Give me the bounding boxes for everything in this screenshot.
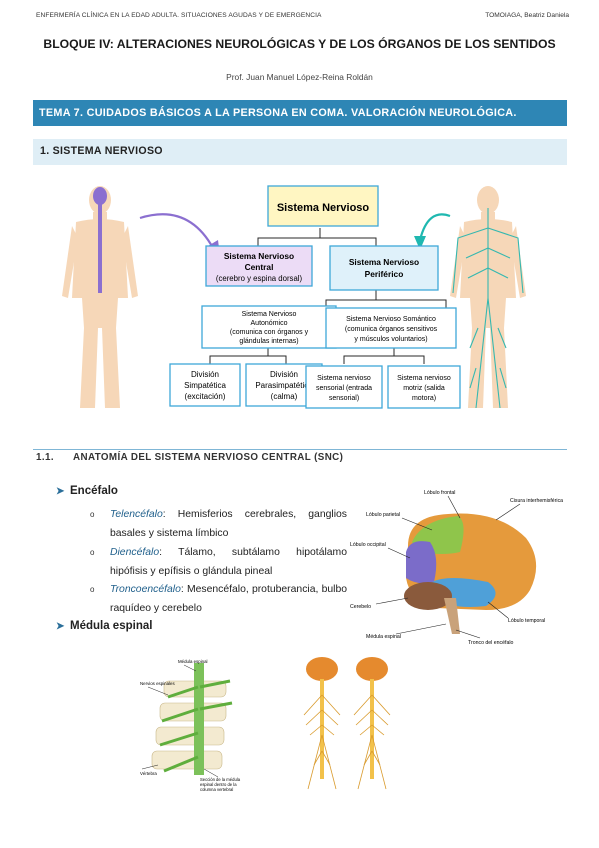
label-frontal: Lóbulo frontal: [424, 490, 455, 496]
simp-line3: (excitación): [185, 392, 226, 401]
subsection-heading: 1.1. ANATOMÍA DEL SISTEMA NERVIOSO CENTRA…: [36, 452, 343, 463]
snc-line2: Central: [245, 262, 274, 272]
box-sensorial: [305, 365, 383, 409]
circle-bullet-icon: o: [90, 510, 95, 519]
body-figure-pns: [450, 186, 526, 409]
som-line2: (comunica órganos sensitivos: [345, 326, 438, 333]
label-spine-nervios: Nervios espinales: [140, 681, 175, 686]
label-spine-vertebra: Vértebra: [140, 771, 157, 776]
encefalo-heading: ➤ Encéfalo: [56, 485, 118, 497]
para-line2: Parasimpatética: [255, 381, 313, 390]
mot-line1: Sistema nervioso: [397, 375, 451, 382]
diagram-connectors: [209, 228, 447, 364]
arrow-to-pns: [418, 213, 451, 241]
simp-line2: Simpatética: [184, 381, 226, 390]
auto-line1: Sistema Nervioso: [242, 311, 297, 318]
para-line3: (calma): [271, 392, 298, 401]
auto-line2: Autonómico: [251, 320, 288, 327]
item-term: Troncoencéfalo: [110, 584, 181, 595]
simp-line1: División: [191, 370, 219, 379]
tema-title: TEMA 7. CUIDADOS BÁSICOS A LA PERSONA EN…: [39, 107, 517, 119]
brain-illustration: Lóbulo frontal Cisura interhemisférica L…: [350, 490, 563, 646]
section-heading: 1. SISTEMA NERVIOSO: [33, 139, 567, 165]
encefalo-label: Encéfalo: [70, 485, 118, 497]
caption-line3: columna vertebral: [200, 787, 233, 792]
list-item: o Troncoencéfalo: Mesencéfalo, protuberan…: [90, 580, 347, 618]
brain-front-view: [306, 657, 338, 681]
item-term: Telencéfalo: [110, 509, 163, 520]
box-motriz: [387, 365, 461, 409]
sens-line2: sensorial (entrada: [316, 385, 372, 392]
nervous-system-diagram: Sistema Nervioso Sistema Nervioso Centra…: [62, 185, 526, 409]
label-occipital: Lóbulo occipital: [350, 542, 386, 548]
snc-line3: (cerebro y espina dorsal): [216, 274, 303, 283]
box-somatico: [325, 307, 457, 349]
som-line1: Sistema Nervioso Somántico: [346, 316, 436, 323]
body-figure-cns: [62, 186, 138, 408]
label-temporal: Lóbulo temporal: [508, 618, 545, 624]
box-snp: [329, 245, 439, 291]
label-spine-medula: Médula espinal: [178, 659, 208, 664]
spinal-cord: [194, 663, 204, 775]
caption-line1: Sección de la médula: [200, 777, 241, 782]
subsection-rule: [33, 449, 567, 450]
auto-line3: (comunica con órganos y: [230, 329, 309, 336]
medula-label: Médula espinal: [70, 620, 153, 632]
tema-title-bar: TEMA 7. CUIDADOS BÁSICOS A LA PERSONA EN…: [33, 100, 567, 126]
header-author: TOMOIAGA, Beatriz Daniela: [485, 12, 569, 19]
medula-heading: ➤ Médula espinal: [56, 620, 152, 632]
arrow-to-cns: [139, 213, 214, 249]
label-parietal: Lóbulo parietal: [366, 512, 400, 518]
snp-line1: Sistema Nervioso: [349, 257, 419, 267]
spinal-cord-illustration: Médula espinal Nervios espinales Vértebr…: [140, 659, 241, 792]
sens-line1: Sistema nervioso: [317, 375, 371, 382]
list-item: o Diencéfalo: Tálamo, subtálamo hipotálam…: [90, 543, 347, 581]
item-text: : Mesencéfalo, protuberancia, bulbo raqu…: [110, 584, 347, 614]
mot-line3: motora): [412, 395, 436, 402]
arrow-bullet-icon: ➤: [56, 621, 65, 632]
label-root: Sistema Nervioso: [277, 202, 370, 214]
snc-line1: Sistema Nervioso: [224, 251, 294, 261]
item-term: Diencéfalo: [110, 547, 160, 558]
list-item: o Telencéfalo: Hemisferios cerebrales, ga…: [90, 505, 347, 543]
label-cerebelo: Cerebelo: [350, 604, 371, 610]
snp-line2: Periférico: [365, 269, 404, 279]
circle-bullet-icon: o: [90, 585, 95, 594]
label-medula: Médula espinal: [366, 634, 401, 640]
box-sistema-nervioso: [267, 185, 379, 227]
arrow-bullet-icon: ➤: [56, 486, 65, 497]
item-text: : Tálamo, subtálamo hipotálamo hipófisis…: [110, 547, 347, 577]
header-course: ENFERMERÍA CLÍNICA EN LA EDAD ADULTA. SI…: [36, 12, 322, 19]
som-line3: y músculos voluntarios): [354, 336, 427, 343]
label-tronco: Tronco del encéfalo: [468, 640, 513, 646]
caption-line2: espinal dentro de la: [200, 782, 237, 787]
bloque-title: BLOQUE IV: ALTERACIONES NEUROLÓGICAS Y D…: [43, 37, 556, 51]
brainstem: [444, 598, 460, 634]
auto-line4: glándulas internas): [239, 338, 298, 345]
label-cisura: Cisura interhemisférica: [510, 498, 563, 504]
item-text: : Hemisferios cerebrales, ganglios basal…: [110, 509, 347, 539]
professor-name: Prof. Juan Manuel López-Reina Roldán: [226, 72, 373, 82]
mot-line2: motriz (salida: [403, 385, 445, 392]
circle-bullet-icon: o: [90, 548, 95, 557]
section-title: 1. SISTEMA NERVIOSO: [40, 145, 163, 157]
brain-back-view: [356, 657, 388, 681]
box-snc: [205, 245, 313, 287]
occipital-lobe: [406, 541, 437, 584]
para-line1: División: [270, 370, 298, 379]
subsection-title: ANATOMÍA DEL SISTEMA NERVIOSO CENTRAL (S…: [73, 452, 344, 463]
cns-overview-illustration: [303, 657, 391, 790]
sens-line3: sensorial): [329, 395, 359, 402]
subsection-number: 1.1.: [36, 452, 54, 463]
cerebellum: [404, 582, 452, 610]
box-simpatetica: [169, 363, 241, 407]
box-autonomico: [201, 305, 337, 349]
